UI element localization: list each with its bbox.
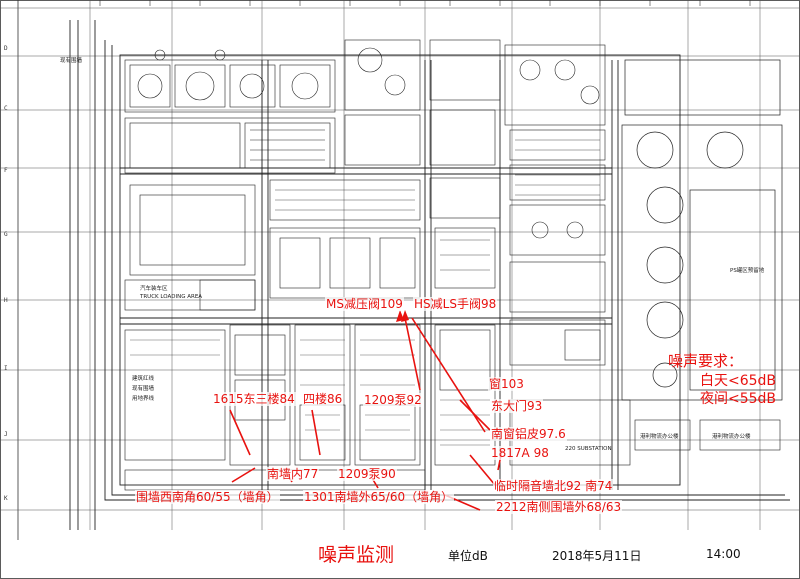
substation-label: 220 SUBSTATION bbox=[565, 446, 612, 452]
point-floor4: 四楼86 bbox=[302, 392, 344, 406]
svg-text:D: D bbox=[4, 45, 8, 52]
point-1209-pump-a: 1209泵92 bbox=[363, 393, 423, 407]
point-ms-valve: MS减压阀109 bbox=[325, 297, 404, 311]
svg-text:C: C bbox=[4, 105, 8, 112]
point-2212-south: 2212南侧围墙外68/63 bbox=[495, 500, 623, 514]
office-b-label: 港利物流办公楼 bbox=[712, 432, 751, 440]
tank-zone-label: PS罐区预留地 bbox=[730, 266, 765, 274]
truck-zone-en-label: TRUCK LOADING AREA bbox=[139, 294, 202, 300]
point-sw-corner: 围墙西南角60/55（墙角） bbox=[135, 490, 280, 504]
boundary-a-label: 建筑红线 bbox=[132, 374, 155, 382]
svg-text:G: G bbox=[4, 231, 8, 238]
unit-label: 单位dB bbox=[448, 549, 488, 563]
svg-text:F: F bbox=[4, 167, 8, 174]
truck-zone-label: 汽车装车区 bbox=[140, 284, 168, 292]
svg-text:K: K bbox=[4, 495, 8, 502]
point-window: 窗103 bbox=[488, 377, 525, 391]
boundary-b-label: 现有围墙 bbox=[132, 384, 155, 392]
page-title: 噪声监测 bbox=[318, 544, 395, 566]
svg-text:H: H bbox=[4, 297, 8, 304]
requirement-night: 夜间<55dB bbox=[700, 391, 777, 407]
point-temp-barrier: 临时隔音墙北92 南74 bbox=[493, 479, 614, 493]
point-south-window: 南窗铝皮97.6 bbox=[490, 427, 567, 441]
svg-text:I: I bbox=[4, 365, 8, 372]
top-wall-label: 现有围墙 bbox=[60, 56, 83, 64]
boundary-c-label: 用地界线 bbox=[132, 394, 155, 402]
requirement-heading: 噪声要求： bbox=[668, 352, 744, 370]
point-south-wall-in: 南墙内77 bbox=[266, 467, 320, 481]
office-a-label: 港利物流办公楼 bbox=[640, 432, 679, 440]
date-label: 2018年5月11日 bbox=[552, 549, 642, 563]
point-1301-south: 1301南墙外65/60（墙角） bbox=[303, 490, 455, 504]
time-label: 14:00 bbox=[706, 547, 741, 561]
point-hs-valve: HS减LS手阀98 bbox=[413, 297, 498, 311]
point-1817a: 1817A 98 bbox=[490, 446, 550, 460]
point-east-gate: 东大门93 bbox=[490, 399, 544, 413]
point-1615-east: 1615东三楼84 bbox=[212, 392, 296, 406]
requirement-day: 白天<65dB bbox=[700, 373, 777, 389]
svg-text:J: J bbox=[4, 431, 8, 438]
point-1209-pump-b: 1209泵90 bbox=[337, 467, 397, 481]
